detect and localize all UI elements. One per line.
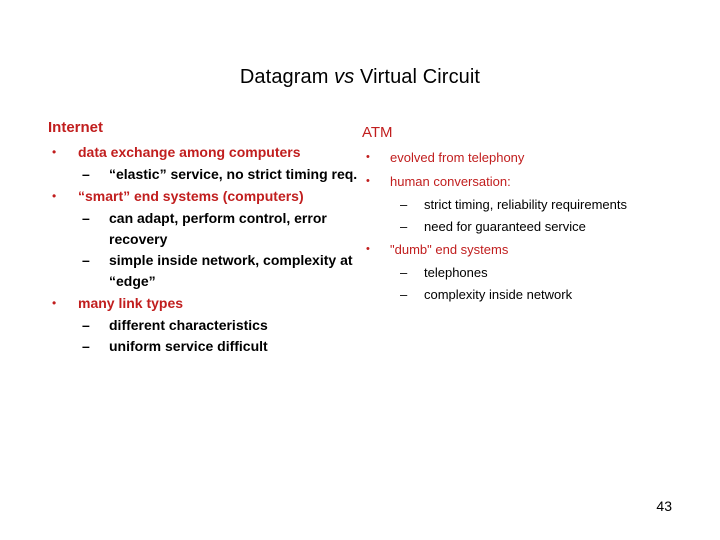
dash-icon: –	[82, 252, 90, 268]
internet-sub-list: – “elastic” service, no strict timing re…	[82, 164, 358, 185]
list-item: – different characteristics	[82, 315, 358, 336]
list-item: – complexity inside network	[400, 284, 682, 306]
list-item-label: strict timing, reliability requirements	[424, 197, 628, 212]
list-item-label: many link types	[78, 295, 184, 311]
dash-icon: –	[400, 265, 408, 280]
internet-sub-list: – can adapt, perform control, error reco…	[82, 208, 358, 292]
internet-bullet-list: • data exchange among computers – “elast…	[48, 141, 358, 357]
dash-icon: –	[400, 219, 408, 234]
list-item-label: human conversation:	[390, 174, 511, 189]
bullet-icon: •	[52, 296, 57, 310]
bullet-icon: •	[52, 189, 57, 203]
list-item: – need for guaranteed service	[400, 216, 682, 238]
list-item: – strict timing, reliability requirement…	[400, 194, 682, 216]
list-item: • many link types	[48, 292, 358, 314]
list-item-label: “elastic” service, no strict timing req.	[109, 166, 358, 182]
list-item-label: can adapt, perform control, error recove…	[109, 210, 327, 247]
column-internet: Internet • data exchange among computers…	[48, 118, 358, 357]
column-atm: ATM • evolved from telephony • human con…	[362, 118, 682, 306]
list-item: – uniform service difficult	[82, 336, 358, 357]
list-item: • evolved from telephony	[362, 146, 682, 169]
bullet-icon: •	[52, 145, 57, 159]
internet-sub-list: – different characteristics – uniform se…	[82, 315, 358, 357]
list-item: – can adapt, perform control, error reco…	[82, 208, 358, 250]
page-number: 43	[656, 498, 672, 514]
list-item-label: "dumb" end systems	[390, 242, 509, 257]
column-atm-heading: ATM	[362, 124, 393, 141]
dash-icon: –	[400, 197, 408, 212]
dash-icon: –	[82, 338, 90, 354]
list-item: • “smart” end systems (computers)	[48, 185, 358, 207]
list-item-label: “smart” end systems (computers)	[78, 188, 304, 204]
dash-icon: –	[82, 166, 90, 182]
dash-icon: –	[82, 317, 90, 333]
list-item-label: simple inside network, complexity at “ed…	[109, 252, 353, 289]
atm-sub-list: – telephones – complexity inside network	[400, 262, 682, 306]
page-title-part1: Datagram	[239, 66, 335, 89]
column-internet-heading: Internet	[48, 119, 104, 136]
list-item-label: telephones	[424, 265, 488, 280]
list-item: – simple inside network, complexity at “…	[82, 250, 358, 292]
list-item-label: different characteristics	[109, 317, 268, 333]
list-item: – telephones	[400, 262, 682, 284]
bullet-icon: •	[366, 243, 370, 255]
list-item-label: need for guaranteed service	[424, 219, 586, 234]
list-item: • data exchange among computers	[48, 141, 358, 163]
bullet-icon: •	[366, 175, 370, 187]
list-item-label: evolved from telephony	[390, 150, 525, 165]
page-title-vs: vs	[334, 66, 355, 89]
atm-sub-list: – strict timing, reliability requirement…	[400, 194, 682, 238]
page-title: Datagram vs Virtual Circuit	[0, 66, 720, 89]
list-item: • "dumb" end systems	[362, 238, 682, 261]
list-item-label: uniform service difficult	[109, 338, 268, 354]
dash-icon: –	[400, 287, 408, 302]
bullet-icon: •	[366, 151, 370, 163]
list-item-label: complexity inside network	[424, 287, 573, 302]
atm-bullet-list: • evolved from telephony • human convers…	[362, 146, 682, 306]
page-title-part2: Virtual Circuit	[354, 66, 481, 89]
list-item: – “elastic” service, no strict timing re…	[82, 164, 358, 185]
dash-icon: –	[82, 210, 90, 226]
list-item-label: data exchange among computers	[78, 144, 301, 160]
list-item: • human conversation:	[362, 170, 682, 193]
